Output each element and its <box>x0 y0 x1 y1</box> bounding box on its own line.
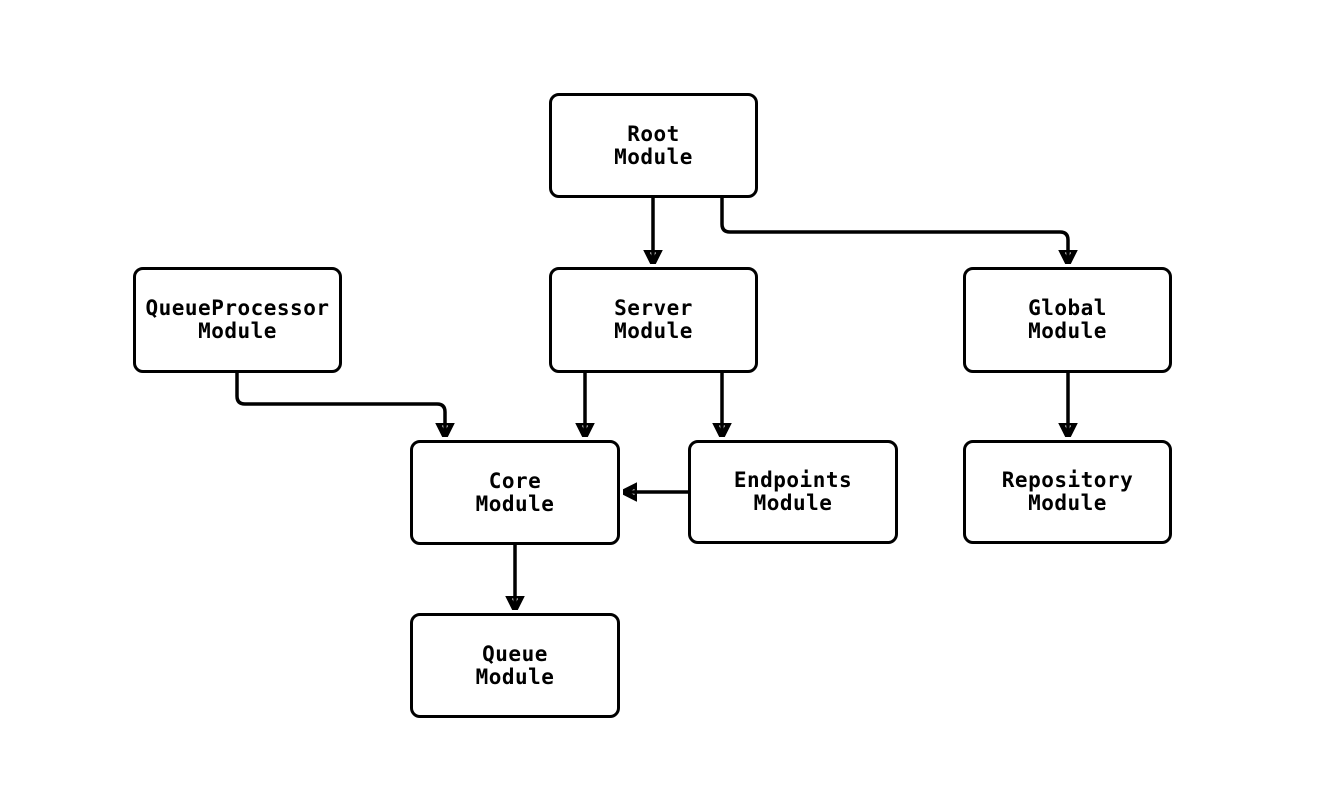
node-label-line: Module <box>753 491 833 515</box>
node-label-line: QueueProcessor <box>145 296 330 320</box>
node-endpoints-module: Endpoints Module <box>688 440 898 544</box>
node-root-module: Root Module <box>549 93 758 198</box>
node-label-line: Global <box>1028 296 1107 320</box>
node-label-line: Module <box>475 664 555 689</box>
node-label-line: Module <box>1028 319 1107 343</box>
node-global-module: Global Module <box>963 267 1172 373</box>
node-label-line: Module <box>1028 491 1107 515</box>
node-label-line: Repository <box>1001 468 1134 492</box>
node-core-module: Core Module <box>410 440 620 545</box>
node-repository-module: Repository Module <box>963 440 1172 544</box>
node-queueprocessor-module: QueueProcessor Module <box>133 267 342 373</box>
node-label-line: Endpoints <box>733 468 853 492</box>
edge-queueprocessor-to-core <box>235 373 445 435</box>
node-label-line: Module <box>614 319 693 343</box>
node-label-line: Module <box>614 144 693 169</box>
node-label-line: Queue <box>482 641 548 666</box>
node-label-line: Server <box>614 296 693 320</box>
node-server-module: Server Module <box>549 267 758 373</box>
node-label-line: Core <box>488 468 542 493</box>
node-label-line: Module <box>198 319 277 343</box>
node-queue-module: Queue Module <box>410 613 620 718</box>
node-label-line: Module <box>475 491 555 516</box>
node-label-line: Root <box>627 121 680 146</box>
edge-root-to-global <box>720 198 1068 262</box>
